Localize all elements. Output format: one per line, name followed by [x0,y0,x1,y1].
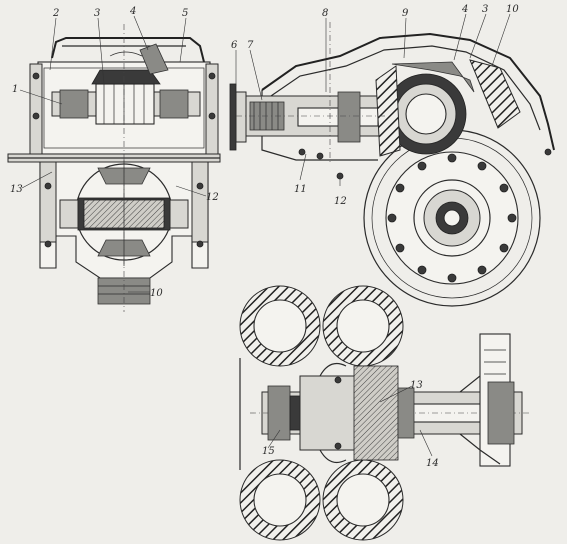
callout-5: 5 [182,8,188,19]
drive-side-section: 6 7 8 9 4 3 10 11 12 [229,4,555,307]
callout-10a: 10 [150,288,163,299]
callout-12b: 12 [334,196,347,207]
callout-4: 4 [129,6,136,17]
callout-10b: 10 [506,4,519,15]
callout-9: 9 [402,8,409,19]
callout-12a: 12 [206,192,219,203]
callout-3b: 3 [482,4,488,15]
bolt-ring [387,153,517,283]
callout-7: 7 [247,40,254,51]
callout-14: 14 [426,458,439,469]
callout-8: 8 [322,8,328,19]
differential-front-section: 1 2 3 4 5 13 12 10 [7,6,221,312]
callout-11: 11 [294,184,307,195]
callout-2: 2 [52,8,59,19]
callout-15: 15 [262,446,275,457]
tyre-bottom-left [239,459,321,541]
axle-plan-view: 13 15 14 [239,285,530,541]
tyre-top-right [322,285,404,367]
tyre-top-left [239,285,321,367]
callout-13a: 13 [10,184,23,195]
callout-4b: 4 [461,4,468,15]
callout-13c: 13 [410,380,423,391]
callout-1: 1 [12,84,18,95]
callout-3: 3 [94,8,100,19]
tyre-bottom-right [322,459,404,541]
callout-6: 6 [231,40,238,51]
